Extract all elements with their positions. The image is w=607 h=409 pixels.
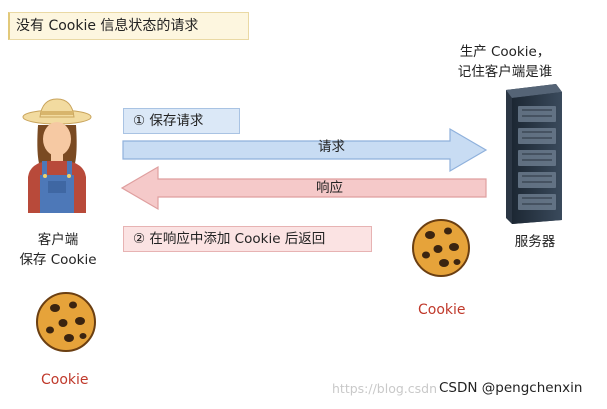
- server-rack-icon: [506, 84, 562, 224]
- cookie-icon: [412, 219, 470, 277]
- cookie-icon: [36, 292, 96, 352]
- server-note-line-2: 记住客户端是谁: [457, 64, 553, 80]
- watermark-url: https://blog.csdn: [332, 381, 438, 396]
- server-note-line-1: 生产 Cookie，: [459, 44, 551, 60]
- server-note: 生产 Cookie， 记住客户端是谁: [440, 42, 570, 82]
- client-label: 客户端 保存 Cookie: [0, 230, 116, 270]
- client-label-line-2: 保存 Cookie: [19, 252, 97, 268]
- server-label: 服务器: [514, 234, 556, 250]
- request-arrow-label: 请求: [318, 139, 345, 155]
- client-cookie-label: Cookie: [41, 372, 89, 388]
- response-arrow-label: 响应: [316, 180, 343, 196]
- server-cookie-label: Cookie: [418, 302, 466, 318]
- csdn-credit: CSDN @pengchenxin: [437, 380, 585, 396]
- client-person-icon: [22, 98, 92, 213]
- step-1-label: ① 保存请求: [123, 108, 240, 134]
- request-arrow: [122, 127, 488, 173]
- diagram-title: 没有 Cookie 信息状态的请求: [8, 12, 249, 40]
- client-label-line-1: 客户端: [37, 232, 79, 248]
- step-2-label: ② 在响应中添加 Cookie 后返回: [123, 226, 372, 252]
- response-arrow: [120, 165, 487, 211]
